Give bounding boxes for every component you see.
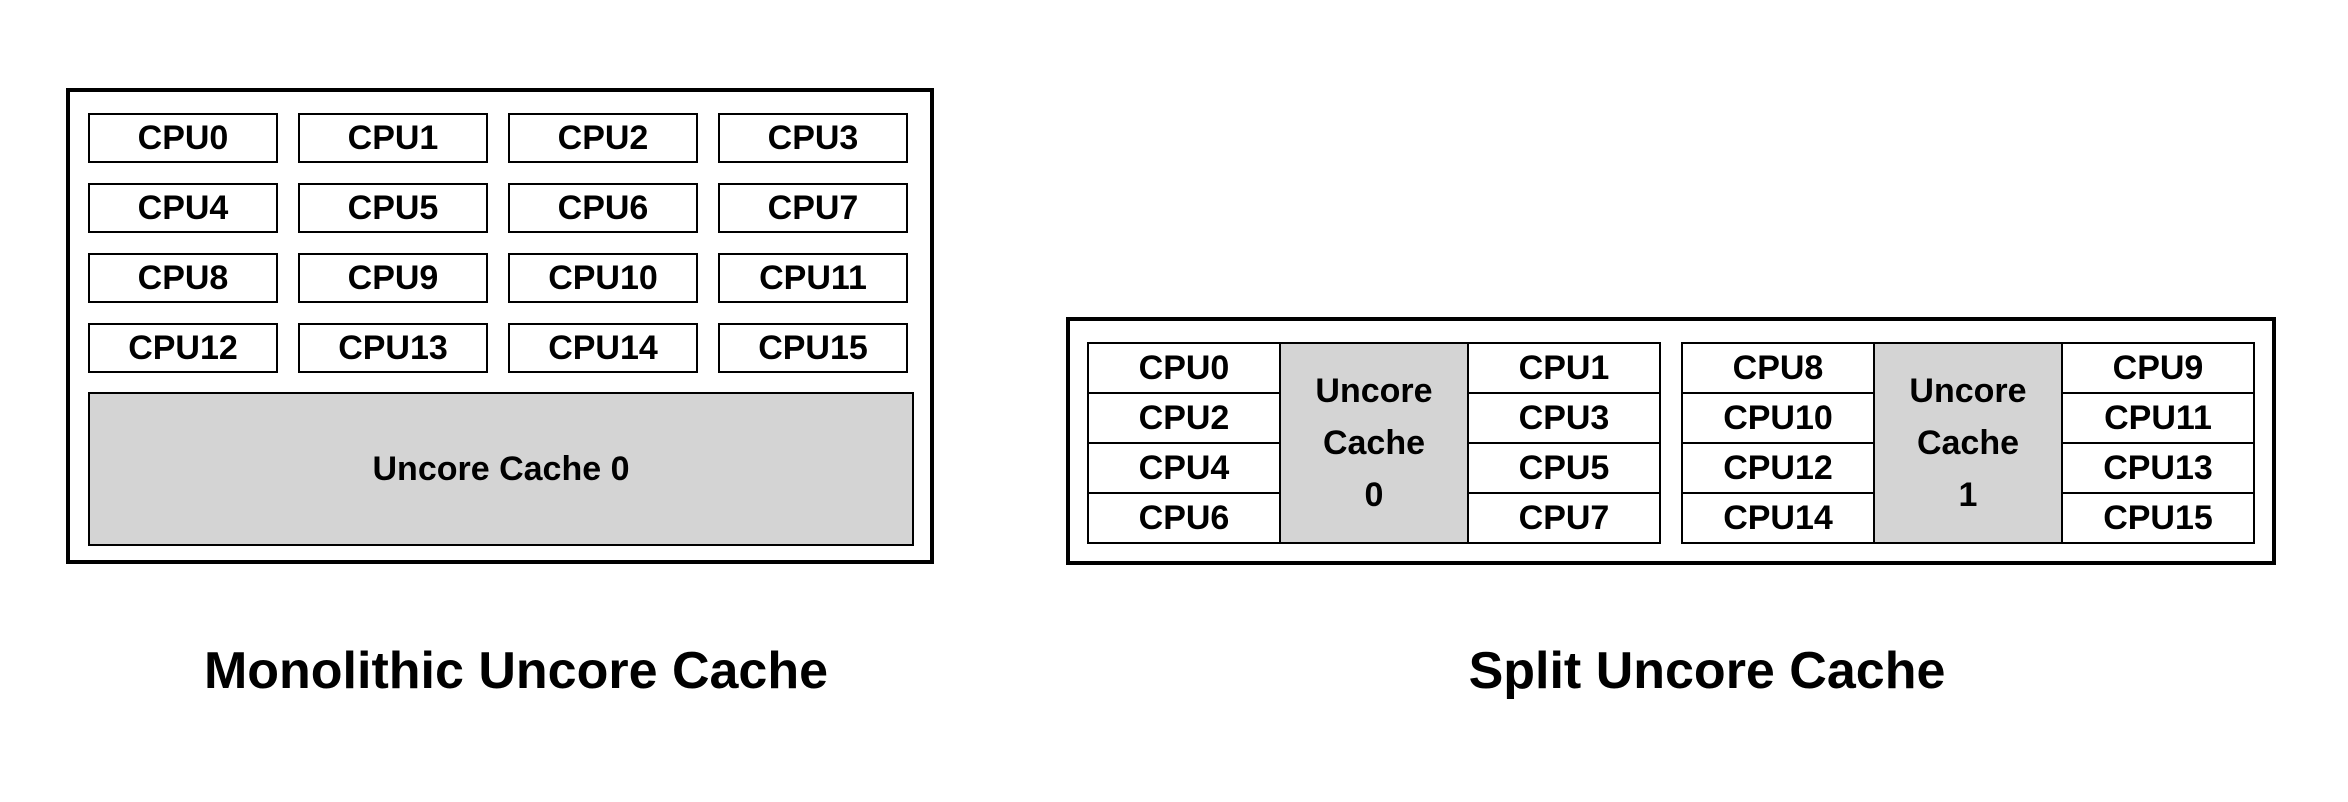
cpu-box: CPU14	[1681, 492, 1875, 544]
cpu-group-1: CPU8 CPU10 CPU12 CPU14 Uncore Cache 1 CP…	[1681, 342, 2255, 544]
split-caption: Split Uncore Cache	[1468, 642, 1946, 700]
cpu-box: CPU6	[508, 183, 698, 233]
cpu-box: CPU15	[718, 323, 908, 373]
cpu-group-0: CPU0 CPU2 CPU4 CPU6 Uncore Cache 0 CPU1 …	[1087, 342, 1661, 544]
cpu-box: CPU11	[2061, 392, 2255, 444]
cache-label-line: Cache	[1322, 424, 1426, 462]
cpu-column-right: CPU1 CPU3 CPU5 CPU7	[1467, 342, 1661, 544]
cpu-box: CPU10	[1681, 392, 1875, 444]
cpu-box: CPU1	[298, 113, 488, 163]
cache-label-line: 1	[1958, 476, 1978, 514]
cpu-box: CPU7	[718, 183, 908, 233]
monolithic-cpu-grid: CPU0 CPU1 CPU2 CPU3 CPU4 CPU5 CPU6 CPU7 …	[88, 113, 908, 373]
cpu-box: CPU3	[1467, 392, 1661, 444]
cpu-column-left: CPU0 CPU2 CPU4 CPU6	[1087, 342, 1281, 544]
cpu-box: CPU5	[1467, 442, 1661, 494]
cpu-box: CPU6	[1087, 492, 1281, 544]
cpu-box: CPU0	[1087, 342, 1281, 394]
cpu-box: CPU13	[2061, 442, 2255, 494]
cache-label-line: Uncore	[1909, 372, 2027, 410]
cpu-box: CPU15	[2061, 492, 2255, 544]
cpu-box: CPU5	[298, 183, 488, 233]
cache-label-line: 0	[1364, 476, 1384, 514]
cpu-box: CPU14	[508, 323, 698, 373]
cpu-box: CPU9	[298, 253, 488, 303]
split-groups: CPU0 CPU2 CPU4 CPU6 Uncore Cache 0 CPU1 …	[1087, 342, 2255, 544]
cpu-column-left: CPU8 CPU10 CPU12 CPU14	[1681, 342, 1875, 544]
cpu-box: CPU3	[718, 113, 908, 163]
uncore-cache-box: Uncore Cache 0	[1279, 342, 1469, 544]
cpu-box: CPU4	[88, 183, 278, 233]
cpu-box: CPU12	[88, 323, 278, 373]
cpu-box: CPU10	[508, 253, 698, 303]
cpu-box: CPU4	[1087, 442, 1281, 494]
cpu-box: CPU7	[1467, 492, 1661, 544]
uncore-cache-box: Uncore Cache 0	[88, 392, 914, 546]
cpu-box: CPU2	[508, 113, 698, 163]
cache-label-line: Cache	[1916, 424, 2020, 462]
cache-label-line: Uncore	[1315, 372, 1433, 410]
cpu-column-right: CPU9 CPU11 CPU13 CPU15	[2061, 342, 2255, 544]
cpu-box: CPU1	[1467, 342, 1661, 394]
cpu-box: CPU2	[1087, 392, 1281, 444]
cpu-box: CPU0	[88, 113, 278, 163]
cpu-box: CPU11	[718, 253, 908, 303]
cpu-box: CPU8	[88, 253, 278, 303]
cpu-box: CPU8	[1681, 342, 1875, 394]
monolithic-diagram: CPU0 CPU1 CPU2 CPU3 CPU4 CPU5 CPU6 CPU7 …	[66, 88, 934, 564]
cpu-box: CPU12	[1681, 442, 1875, 494]
split-diagram: CPU0 CPU2 CPU4 CPU6 Uncore Cache 0 CPU1 …	[1066, 317, 2276, 565]
cpu-box: CPU13	[298, 323, 488, 373]
uncore-cache-box: Uncore Cache 1	[1873, 342, 2063, 544]
cpu-box: CPU9	[2061, 342, 2255, 394]
monolithic-caption: Monolithic Uncore Cache	[203, 642, 829, 700]
